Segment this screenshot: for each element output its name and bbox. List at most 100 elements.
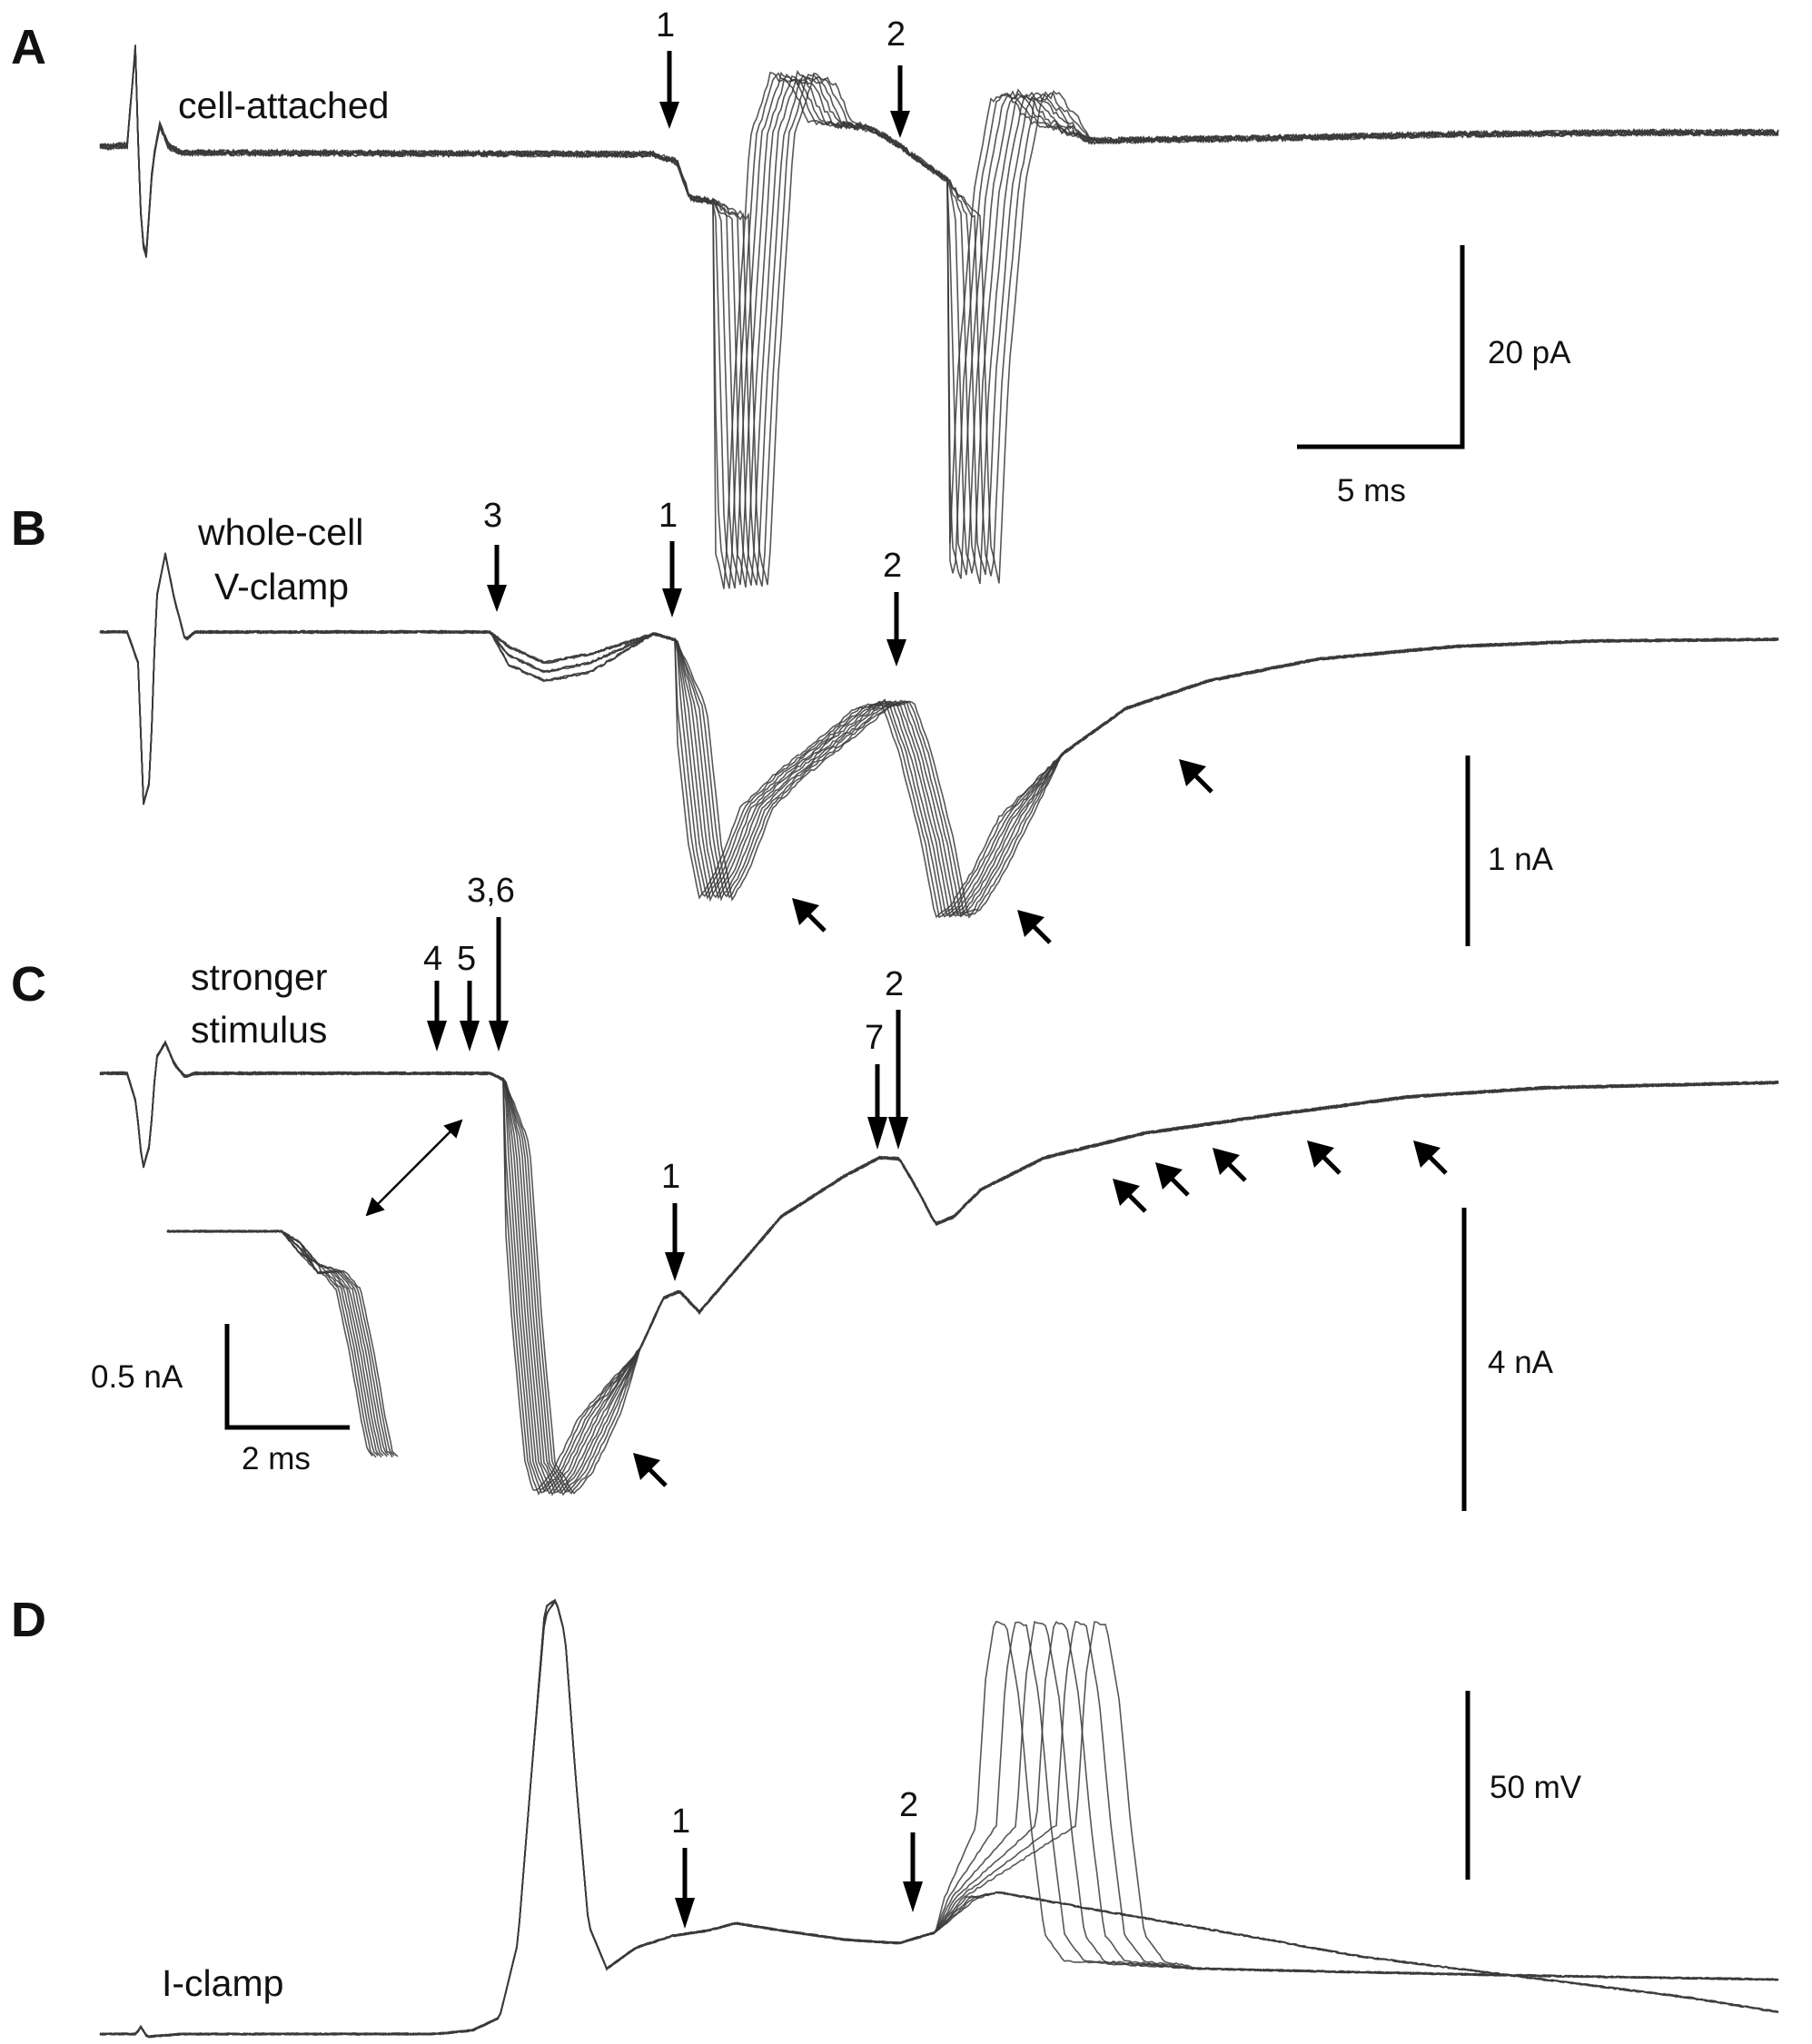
recorded-trace xyxy=(99,1599,1779,2039)
recorded-trace xyxy=(99,1042,1779,1496)
panel-d: D I-clamp 1 2 50 mV xyxy=(11,1593,1779,2039)
marker-b-3: 3 xyxy=(483,497,507,612)
marker-a-2-label: 2 xyxy=(886,15,906,54)
event-arrow-icon xyxy=(1113,1179,1147,1213)
marker-c-1: 1 xyxy=(661,1158,685,1281)
marker-b-3-label: 3 xyxy=(483,497,502,535)
recorded-trace xyxy=(99,1042,1779,1496)
recorded-trace xyxy=(99,48,1779,589)
panel-d-label: I-clamp xyxy=(162,1962,283,2004)
marker-d-2-label: 2 xyxy=(899,1786,918,1824)
recorded-trace xyxy=(99,1040,1779,1494)
marker-c-4-label: 4 xyxy=(423,940,442,978)
marker-b-2-label: 2 xyxy=(883,547,902,585)
recorded-trace xyxy=(99,554,1779,917)
recorded-trace xyxy=(99,1041,1779,1495)
traces-whole-cell-vclamp xyxy=(99,552,1779,919)
panel-b: B whole-cell V-clamp 3 1 2 1 nA xyxy=(11,497,1779,946)
recorded-trace xyxy=(99,1042,1779,1492)
traces-iclamp xyxy=(99,1598,1779,2039)
scale-d-vertical-label: 50 mV xyxy=(1490,1770,1582,1805)
marker-d-2: 2 xyxy=(899,1786,923,1912)
recorded-trace xyxy=(99,553,1779,919)
recorded-trace xyxy=(99,1600,1779,2039)
recorded-trace xyxy=(166,1229,373,1456)
recorded-trace xyxy=(99,1599,1779,2038)
recorded-trace xyxy=(166,1229,382,1458)
marker-a-1-label: 1 xyxy=(656,6,675,44)
recorded-trace xyxy=(166,1229,399,1457)
event-arrows-b xyxy=(792,759,1213,944)
event-arrow-icon xyxy=(1179,759,1213,794)
recorded-trace xyxy=(99,1600,1779,2038)
marker-c-4: 4 xyxy=(423,940,447,1052)
marker-c-7: 7 xyxy=(865,1019,887,1150)
panel-b-label-line-1: whole-cell xyxy=(197,511,363,553)
scale-c-inset-vertical-label: 0.5 nA xyxy=(91,1359,183,1395)
recorded-trace xyxy=(99,48,1779,589)
marker-b-1-label: 1 xyxy=(658,497,678,535)
recorded-trace xyxy=(99,1598,1779,2038)
recorded-trace xyxy=(99,1040,1779,1494)
panel-a-label: cell-attached xyxy=(178,84,389,126)
recorded-trace xyxy=(99,1041,1779,1496)
marker-d-1-label: 1 xyxy=(671,1802,690,1841)
event-arrow-icon xyxy=(1017,910,1052,944)
panel-letter-b: B xyxy=(11,501,46,556)
scale-c-inset-horizontal-label: 2 ms xyxy=(242,1441,311,1476)
marker-c-3-6-label: 3,6 xyxy=(467,872,515,910)
panel-a: A cell-attached 1 2 20 pA 5 ms xyxy=(11,6,1779,589)
marker-b-2: 2 xyxy=(883,547,906,667)
recorded-trace xyxy=(99,47,1779,586)
recorded-trace xyxy=(99,47,1779,588)
panel-c-label-line-1: stronger xyxy=(191,956,327,998)
marker-c-5-label: 5 xyxy=(457,940,476,978)
event-arrow-icon xyxy=(1213,1148,1247,1182)
recorded-trace xyxy=(99,45,1779,586)
scale-bar-b: 1 nA xyxy=(1465,755,1554,946)
recorded-trace xyxy=(99,1599,1779,2039)
marker-a-1: 1 xyxy=(656,6,679,129)
scale-a-horizontal-label: 5 ms xyxy=(1337,473,1406,509)
recorded-trace xyxy=(166,1229,377,1458)
traces-stronger-stimulus xyxy=(99,1040,1779,1496)
traces-cell-attached xyxy=(99,44,1779,589)
recorded-trace xyxy=(100,1042,1779,1495)
scale-bar-a: 20 pA 5 ms xyxy=(1297,245,1571,509)
recorded-trace xyxy=(99,1598,1779,2039)
scale-a-vertical-label: 20 pA xyxy=(1488,335,1571,370)
inset-link-arrow-icon xyxy=(365,1119,463,1217)
recorded-trace xyxy=(99,1598,1779,2039)
recorded-trace xyxy=(99,1040,1779,1492)
scale-b-vertical-label: 1 nA xyxy=(1488,842,1554,877)
event-arrow-icon xyxy=(633,1453,668,1487)
panel-letter-d: D xyxy=(11,1593,46,1647)
recorded-trace xyxy=(99,1600,1779,2038)
recorded-trace xyxy=(166,1229,388,1457)
marker-c-2: 2 xyxy=(885,965,908,1150)
recorded-trace xyxy=(99,1041,1779,1495)
marker-a-2: 2 xyxy=(886,15,910,138)
recorded-trace xyxy=(166,1229,395,1456)
panel-b-label-line-2: V-clamp xyxy=(214,566,349,607)
marker-c-7-label: 7 xyxy=(865,1019,884,1057)
event-arrow-icon xyxy=(1155,1162,1190,1197)
recorded-trace xyxy=(99,44,1778,589)
panel-c: C stronger stimulus 4 5 3,6 7 2 xyxy=(11,872,1779,1511)
scale-c-vertical-label: 4 nA xyxy=(1488,1345,1554,1380)
scale-bar-c-inset: 0.5 nA 2 ms xyxy=(91,1324,350,1476)
event-arrows-c xyxy=(633,1140,1448,1487)
event-arrow-icon xyxy=(1307,1140,1342,1175)
recorded-trace xyxy=(99,1041,1779,1493)
scale-bar-c: 4 nA xyxy=(1461,1208,1554,1511)
event-arrow-icon xyxy=(1413,1140,1448,1175)
marker-c-5: 5 xyxy=(457,940,480,1052)
marker-c-3-6: 3,6 xyxy=(467,872,515,1052)
panel-c-label-line-2: stimulus xyxy=(191,1009,327,1051)
recorded-trace xyxy=(99,48,1779,586)
recorded-trace xyxy=(99,45,1779,588)
marker-d-1: 1 xyxy=(671,1802,695,1929)
scale-bar-d: 50 mV xyxy=(1465,1691,1582,1880)
inset-traces xyxy=(166,1229,399,1458)
event-arrow-icon xyxy=(792,898,827,933)
